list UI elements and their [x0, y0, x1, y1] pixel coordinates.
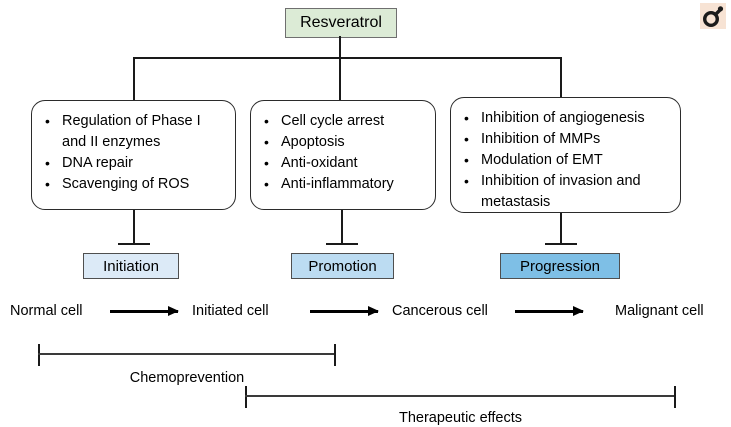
diagram-title-box: Resveratrol: [285, 8, 397, 38]
chemoprevention-bracket-line: [38, 353, 336, 355]
chemoprevention-bracket-tick-right: [334, 344, 336, 366]
list-item: Apoptosis: [261, 132, 429, 153]
cell-state-malignant: Malignant cell: [615, 303, 704, 319]
therapeutic-bracket-tick-left: [245, 386, 247, 408]
mars-symbol-icon: [700, 3, 726, 29]
stage-label: Promotion: [308, 257, 377, 275]
stage-box-initiation: Initiation: [83, 253, 179, 279]
list-item: Scavenging of ROS: [42, 174, 229, 195]
progression-arrow-2: [310, 306, 379, 315]
inhibition-stem-3: [560, 213, 562, 243]
list-item: Inhibition of angiogenesis: [461, 108, 674, 129]
stage-label: Progression: [519, 257, 601, 275]
cell-state-initiated: Initiated cell: [192, 303, 269, 319]
stage-label: Initiation: [103, 257, 159, 275]
chemoprevention-label: Chemoprevention: [129, 370, 245, 386]
page-title: Resveratrol: [300, 14, 382, 31]
inhibition-stem-1: [133, 210, 135, 243]
progression-arrow-3: [515, 306, 584, 315]
inhibition-tbar-3: [545, 243, 577, 245]
list-item: Regulation of Phase I and II enzymes: [42, 111, 229, 153]
list-item: Modulation of EMT: [461, 150, 674, 171]
mechanism-box-promotion: Cell cycle arrest Apoptosis Anti-oxidant…: [250, 100, 436, 210]
inhibition-stem-2: [341, 210, 343, 243]
therapeutic-bracket-line: [245, 395, 676, 397]
stage-box-promotion: Promotion: [291, 253, 394, 279]
branch-drop-2: [339, 57, 341, 100]
stage-box-progression: Progression: [500, 253, 620, 279]
inhibition-tbar-2: [326, 243, 358, 245]
chemoprevention-bracket-tick-left: [38, 344, 40, 366]
list-item: DNA repair: [42, 153, 229, 174]
branch-bar: [133, 57, 561, 59]
list-item: Cell cycle arrest: [261, 111, 429, 132]
therapeutic-bracket-tick-right: [674, 386, 676, 408]
list-item: Anti-oxidant: [261, 153, 429, 174]
progression-arrow-1: [110, 306, 179, 315]
cell-state-normal: Normal cell: [10, 303, 83, 319]
cell-state-cancerous: Cancerous cell: [392, 303, 488, 319]
title-stem: [339, 36, 341, 58]
list-item: Inhibition of MMPs: [461, 129, 674, 150]
list-item: Anti-inflammatory: [261, 174, 429, 195]
mechanism-box-progression: Inhibition of angiogenesis Inhibition of…: [450, 97, 681, 213]
list-item: Inhibition of invasion and metastasis: [461, 171, 674, 213]
therapeutic-effects-label: Therapeutic effects: [398, 410, 523, 426]
mechanism-box-chemoprevention: Regulation of Phase I and II enzymes DNA…: [31, 100, 236, 210]
branch-drop-1: [133, 57, 135, 100]
inhibition-tbar-1: [118, 243, 150, 245]
branch-drop-3: [560, 57, 562, 97]
